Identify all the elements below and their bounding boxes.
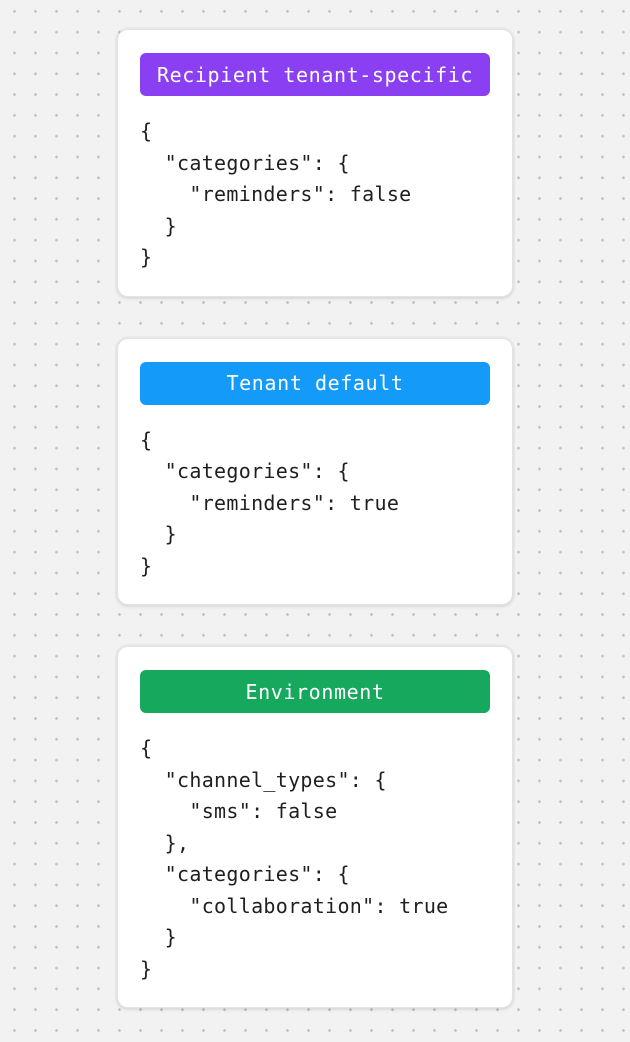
json-code-tenant-default: { "categories": { "reminders": true } } <box>140 427 400 578</box>
json-code-environment: { "channel_types": { "sms": false }, "ca… <box>140 736 449 981</box>
card-recipient-tenant-specific: Recipient tenant-specific { "categories"… <box>117 29 513 297</box>
card-tenant-default: Tenant default { "categories": { "remind… <box>117 337 513 605</box>
badge-recipient-tenant-specific: Recipient tenant-specific <box>140 53 490 96</box>
card-environment: Environment { "channel_types": { "sms": … <box>117 646 513 1008</box>
badge-tenant-default: Tenant default <box>140 361 490 405</box>
badge-environment: Environment <box>140 670 490 713</box>
json-code-recipient-tenant-specific: { "categories": { "reminders": false } } <box>140 119 412 269</box>
